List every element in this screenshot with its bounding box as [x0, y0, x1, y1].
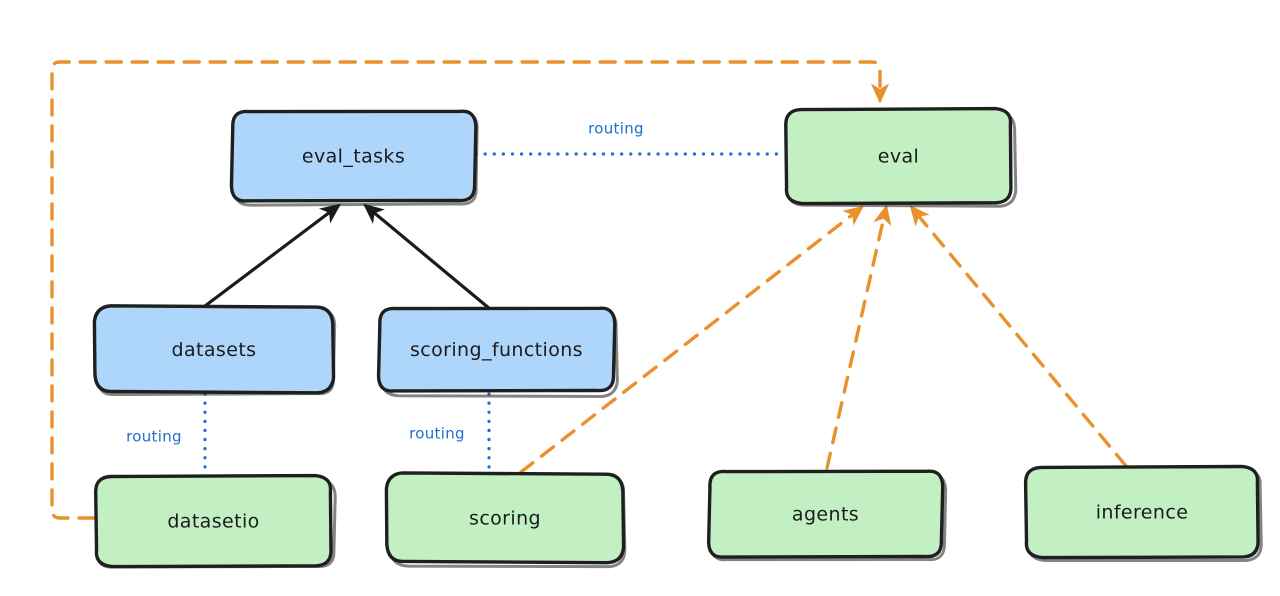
node-body-eval_tasks[interactable]	[229, 109, 478, 203]
node-label-eval: eval	[878, 146, 919, 168]
node-body-inference[interactable]	[1023, 464, 1260, 560]
edge-agents-eval	[825, 204, 892, 470]
node-body-scoring_functions[interactable]	[376, 306, 617, 393]
edge-label-routing: routing	[126, 428, 182, 446]
node-inference[interactable]: inference	[1023, 464, 1263, 562]
edge-inference-eval	[909, 205, 1128, 468]
edge-scoring_functions-eval_tasks	[363, 203, 492, 311]
node-label-eval_tasks: eval_tasks	[302, 146, 405, 168]
node-eval[interactable]: eval	[784, 106, 1018, 208]
edge-labels-layer: routing routing routing	[126, 120, 644, 446]
node-agents[interactable]: agents	[706, 469, 948, 562]
node-label-datasetio: datasetio	[167, 511, 259, 533]
node-body-eval[interactable]	[784, 106, 1013, 206]
edges-layer	[50, 60, 1128, 520]
node-label-inference: inference	[1096, 502, 1189, 524]
node-body-datasets[interactable]	[92, 304, 336, 395]
node-scoring[interactable]: scoring	[384, 471, 627, 569]
edge-datasets-eval_tasks	[199, 203, 341, 311]
node-scoring_functions[interactable]: scoring_functions	[376, 306, 619, 399]
edge-label-routing: routing	[409, 425, 465, 443]
node-label-agents: agents	[792, 504, 859, 526]
node-body-scoring[interactable]	[384, 471, 626, 565]
node-eval_tasks[interactable]: eval_tasks	[229, 109, 479, 207]
edge-label-routing: routing	[588, 120, 644, 138]
edge-datasetio-eval	[50, 60, 890, 520]
node-datasets[interactable]: datasets	[92, 304, 337, 397]
node-label-scoring: scoring	[469, 508, 541, 530]
node-label-scoring_functions: scoring_functions	[410, 339, 583, 361]
node-datasetio[interactable]: datasetio	[94, 473, 337, 569]
nodes-layer: eval_tasks eval datasets scoring_functionsd…	[92, 106, 1263, 569]
node-label-datasets: datasets	[172, 339, 257, 361]
node-body-agents[interactable]	[706, 469, 945, 559]
edge-scoring-eval	[519, 205, 864, 474]
node-body-datasetio[interactable]	[94, 473, 333, 569]
